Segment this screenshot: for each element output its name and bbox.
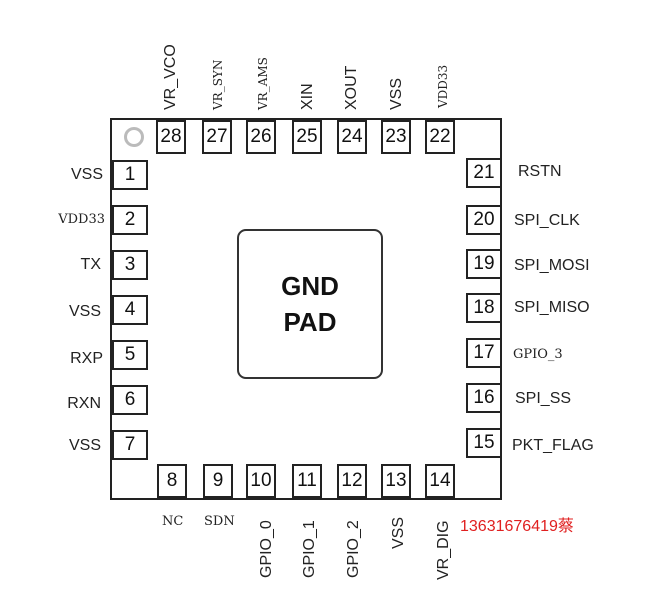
pin-label-27: VR_SYN — [211, 59, 225, 110]
pin-box-7: 7 — [112, 430, 148, 460]
pin-label-15: PKT_FLAG — [512, 437, 594, 454]
pin-box-21: 21 — [466, 158, 502, 188]
pin-box-23: 23 — [381, 120, 411, 154]
pin-box-25: 25 — [292, 120, 322, 154]
pin-box-18: 18 — [466, 293, 502, 323]
pin-label-12: GPIO_2 — [345, 520, 362, 578]
pin-box-28: 28 — [156, 120, 186, 154]
pin-label-18: SPI_MISO — [514, 299, 590, 316]
pin-label-20: SPI_CLK — [514, 212, 580, 229]
pin-label-25: XIN — [299, 83, 316, 110]
pin-box-19: 19 — [466, 249, 502, 279]
pin-box-24: 24 — [337, 120, 367, 154]
pin-box-8: 8 — [157, 464, 187, 498]
pin-label-28: VR_VCO — [162, 44, 179, 110]
gnd-pad-label-line2: PAD — [283, 307, 337, 337]
pin-label-7: VSS — [68, 437, 101, 454]
pin-label-23: VSS — [388, 77, 405, 110]
pin-box-20: 20 — [466, 205, 502, 235]
pin-label-16: SPI_SS — [515, 390, 572, 407]
pin-box-9: 9 — [203, 464, 233, 498]
pin-label-6: RXN — [67, 395, 101, 412]
pin-label-4: VSS — [68, 303, 101, 320]
pin1-indicator-icon — [124, 127, 144, 147]
pin-box-3: 3 — [112, 250, 148, 280]
pin-box-12: 12 — [337, 464, 367, 498]
pin-label-22: VDD33 — [436, 64, 450, 108]
pin-label-14: VR_DIG — [435, 520, 452, 580]
pin-label-13: VSS — [390, 516, 407, 549]
pin-box-6: 6 — [112, 385, 148, 415]
pin-label-3: TX — [80, 256, 101, 273]
pin-label-21: RSTN — [518, 163, 562, 180]
pin-label-9: SDN — [204, 514, 235, 529]
pin-box-5: 5 — [112, 340, 148, 370]
pin-label-10: GPIO_0 — [258, 520, 275, 578]
pin-box-14: 14 — [425, 464, 455, 498]
gnd-pad: GND PAD — [237, 229, 383, 379]
pin-label-8: NC — [162, 514, 184, 529]
pin-label-1: VSS — [70, 166, 103, 183]
pin-box-26: 26 — [246, 120, 276, 154]
pin-label-11: GPIO_1 — [301, 520, 318, 578]
contact-annotation: 13631676419蔡 — [460, 518, 574, 535]
pin-box-22: 22 — [425, 120, 455, 154]
pin-box-15: 15 — [466, 428, 502, 458]
gnd-pad-label-line1: GND — [281, 271, 339, 301]
pin-label-2: VDD33 — [58, 212, 105, 227]
pin-label-26: VR_AMS — [256, 57, 270, 110]
pin-box-13: 13 — [381, 464, 411, 498]
pin-box-1: 1 — [112, 160, 148, 190]
pin-label-24: XOUT — [343, 65, 360, 110]
pin-box-2: 2 — [112, 205, 148, 235]
pin-box-4: 4 — [112, 295, 148, 325]
pin-label-5: RXP — [70, 350, 103, 367]
pin-box-17: 17 — [466, 338, 502, 368]
pin-label-17: GPIO_3 — [513, 347, 563, 362]
pin-box-11: 11 — [292, 464, 322, 498]
pin-box-27: 27 — [202, 120, 232, 154]
pin-label-19: SPI_MOSI — [514, 257, 590, 274]
pin-box-16: 16 — [466, 383, 502, 413]
pin-box-10: 10 — [246, 464, 276, 498]
